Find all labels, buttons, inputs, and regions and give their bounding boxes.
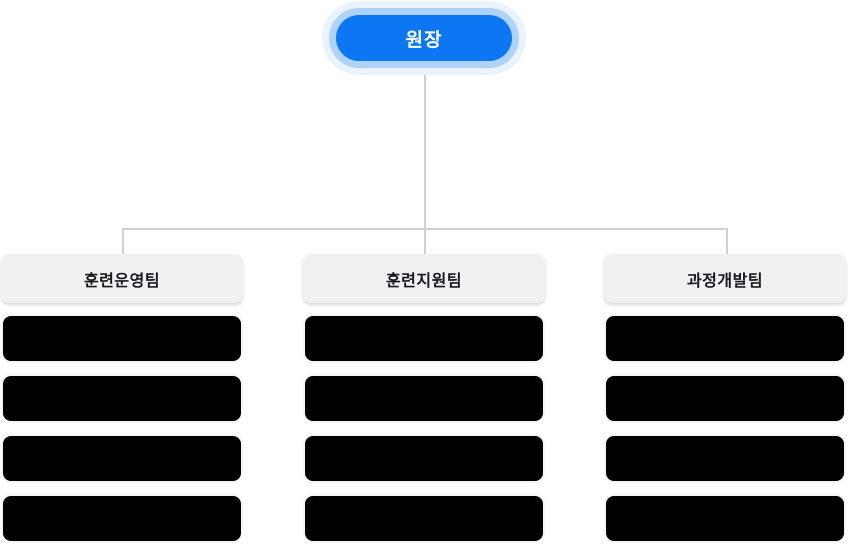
team-header-label: 훈련운영팀 [83, 272, 161, 290]
connector-horizontal [122, 228, 728, 230]
team-column-3: 과정개발팀 [604, 254, 846, 543]
team-header-1: 훈련운영팀 [1, 254, 243, 303]
team-header-label: 훈련지원팀 [385, 272, 463, 290]
connector-stem [424, 75, 426, 254]
connector-drop-left [122, 228, 124, 254]
team-header-2: 훈련지원팀 [303, 254, 545, 303]
member-box [1, 494, 243, 543]
member-box [303, 434, 545, 483]
member-box [1, 374, 243, 423]
root-node-label: 원장 [405, 29, 443, 51]
team-column-1: 훈련운영팀 [1, 254, 243, 543]
member-box [604, 314, 846, 363]
team-header-label: 과정개발팀 [686, 272, 764, 290]
connector-drop-right [726, 228, 728, 254]
member-box [604, 374, 846, 423]
member-box [303, 314, 545, 363]
member-box [604, 494, 846, 543]
root-node: 원장 [336, 15, 512, 61]
team-column-2: 훈련지원팀 [303, 254, 545, 543]
member-box [1, 434, 243, 483]
member-box [303, 494, 545, 543]
team-header-3: 과정개발팀 [604, 254, 846, 303]
member-box [604, 434, 846, 483]
member-box [303, 374, 545, 423]
member-box [1, 314, 243, 363]
